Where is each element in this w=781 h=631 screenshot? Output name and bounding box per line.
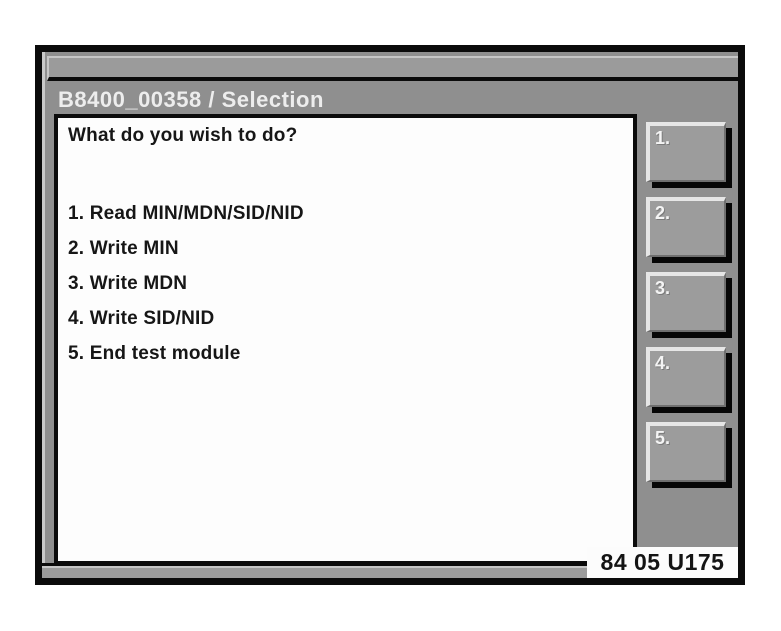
menu-item-3: 3. Write MDN xyxy=(68,273,188,294)
menu-item-2: 2. Write MIN xyxy=(68,238,179,259)
softkey-button-5[interactable]: 5. xyxy=(646,422,726,482)
prompt-text: What do you wish to do? xyxy=(68,125,298,146)
softkey-button-1[interactable]: 1. xyxy=(646,122,726,182)
device-screen-window: B8400_00358 / Selection What do you wish… xyxy=(35,45,745,585)
softkey-button-4[interactable]: 4. xyxy=(646,347,726,407)
selection-menu: 1. Read MIN/MDN/SID/NID 2. Write MIN 3. … xyxy=(68,196,623,371)
window-title: B8400_00358 / Selection xyxy=(58,87,324,112)
menu-item-4: 4. Write SID/NID xyxy=(68,308,215,329)
softkey-button-1-label: 1. xyxy=(655,128,671,148)
softkey-button-5-label: 5. xyxy=(655,428,671,448)
window-top-strip xyxy=(47,56,738,81)
softkey-button-4-label: 4. xyxy=(655,353,671,373)
bottom-gutter-strip xyxy=(42,563,587,578)
softkey-button-2[interactable]: 2. xyxy=(646,197,726,257)
softkey-button-3-label: 3. xyxy=(655,278,671,298)
content-panel: What do you wish to do? 1. Read MIN/MDN/… xyxy=(54,114,637,565)
left-bevel-highlight xyxy=(42,52,45,578)
status-code: 84 05 U175 xyxy=(587,547,738,578)
softkey-button-3[interactable]: 3. xyxy=(646,272,726,332)
softkey-button-2-label: 2. xyxy=(655,203,671,223)
menu-item-5: 5. End test module xyxy=(68,343,241,364)
menu-item-1: 1. Read MIN/MDN/SID/NID xyxy=(68,203,304,224)
